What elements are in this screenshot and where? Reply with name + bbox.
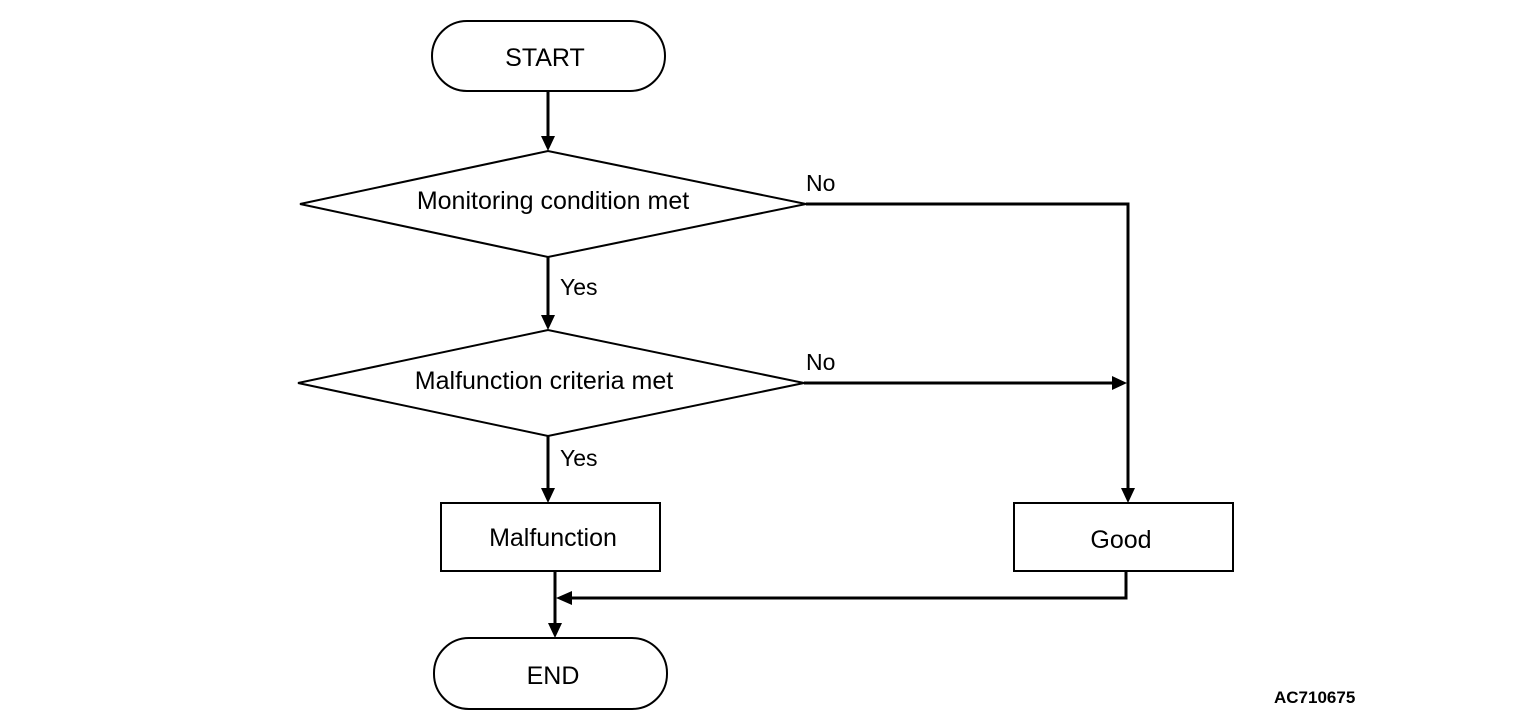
decision-monitoring: Monitoring condition met <box>299 149 807 259</box>
monitoring-yes-label: Yes <box>560 274 598 300</box>
connector-good-to-merge <box>571 571 1128 600</box>
start-label: START <box>505 44 585 72</box>
good-box-label: Good <box>1090 526 1151 554</box>
connector-monitoring-no <box>806 202 1130 490</box>
arrowhead-to-malfunction-box <box>541 488 555 503</box>
monitoring-no-label: No <box>806 170 835 196</box>
end-terminator: END <box>433 637 668 710</box>
decision-malfunction: Malfunction criteria met <box>297 328 805 438</box>
good-box: Good <box>1013 502 1234 572</box>
figure-code: AC710675 <box>1274 688 1355 707</box>
malfunction-no-label: No <box>806 349 835 375</box>
arrowhead-to-malfunction-decision <box>541 315 555 330</box>
malfunction-box: Malfunction <box>440 502 661 572</box>
arrowhead-to-end <box>548 623 562 638</box>
arrowhead-malfunction-no <box>1112 376 1127 390</box>
end-shape <box>433 637 668 710</box>
good-box-shape <box>1013 502 1234 572</box>
decision-monitoring-label: Monitoring condition met <box>417 187 689 215</box>
start-terminator: START <box>431 20 666 92</box>
arrowhead-good-merge <box>556 591 572 605</box>
arrowhead-start-to-monitoring <box>541 136 555 151</box>
malfunction-box-shape <box>440 502 661 572</box>
arrowhead-to-good <box>1121 488 1135 503</box>
malfunction-box-label: Malfunction <box>489 524 617 552</box>
malfunction-yes-label: Yes <box>560 445 598 471</box>
end-label: END <box>527 662 580 690</box>
decision-malfunction-label: Malfunction criteria met <box>415 367 673 395</box>
